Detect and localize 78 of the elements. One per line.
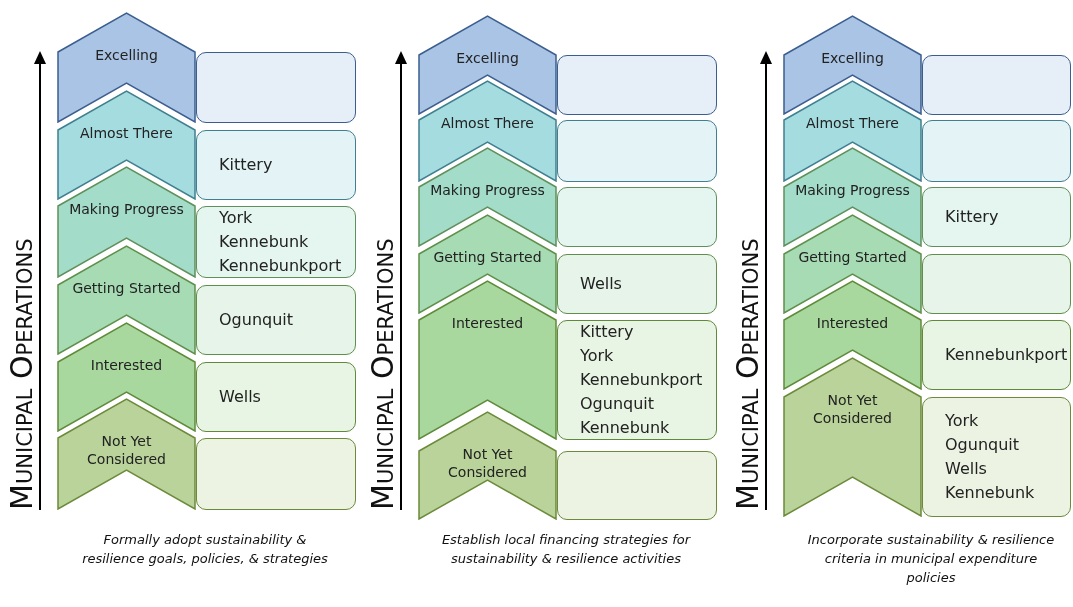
stage-band	[783, 214, 922, 314]
town-name: York	[219, 207, 254, 229]
status-box	[557, 254, 717, 314]
axis-title: Municipal Operations	[4, 238, 39, 510]
stage-band	[783, 357, 922, 517]
town-name: York	[580, 345, 615, 367]
stage-label: Getting Started	[797, 248, 908, 266]
status-box	[557, 320, 717, 440]
stage-label: Almost There	[440, 114, 535, 132]
status-box	[196, 52, 356, 123]
stage-label: Making Progress	[794, 181, 911, 199]
status-box	[557, 120, 717, 182]
stage-band	[418, 15, 557, 115]
caption: Establish local financing strategies for sustainability & resilience activities	[441, 531, 691, 568]
stage-band	[57, 322, 196, 432]
stage-band	[783, 280, 922, 390]
stage-label: Excelling	[820, 49, 885, 67]
stage-band	[418, 147, 557, 247]
axis-title: Municipal Operations	[730, 238, 765, 510]
stage-label: Not Yet Considered	[812, 391, 893, 427]
stage-band	[418, 280, 557, 440]
caption: Incorporate sustainability & resilience criteria in municipal expenditure policies	[806, 531, 1056, 587]
stage-label: Interested	[450, 314, 525, 332]
stage-label: Making Progress	[68, 200, 185, 218]
town-name: Kittery	[219, 154, 274, 176]
status-box	[922, 120, 1071, 182]
stage-label: Interested	[815, 314, 890, 332]
stage-band	[418, 80, 557, 182]
stage-band	[418, 411, 557, 520]
axis-title: Municipal Operations	[365, 238, 400, 510]
stage-band	[57, 90, 196, 200]
town-name: Kennebunk	[945, 482, 1036, 504]
town-name: Ogunquit	[580, 393, 656, 415]
town-name: Kittery	[945, 206, 1000, 228]
stage-label: Not Yet Considered	[447, 445, 528, 481]
town-name: Ogunquit	[219, 309, 295, 331]
status-box	[196, 362, 356, 432]
stage-label: Getting Started	[432, 248, 543, 266]
town-name: Kennebunk	[580, 417, 671, 439]
status-box	[196, 285, 356, 355]
stage-label: Excelling	[94, 46, 159, 64]
stage-band	[783, 147, 922, 247]
town-name: Wells	[945, 458, 988, 480]
status-box	[196, 206, 356, 278]
status-box	[557, 187, 717, 247]
status-box	[922, 254, 1071, 314]
status-box	[196, 438, 356, 510]
stage-band	[418, 214, 557, 314]
stage-label: Not Yet Considered	[86, 432, 167, 468]
town-name: Ogunquit	[945, 434, 1021, 456]
status-box	[557, 55, 717, 115]
stage-band	[57, 166, 196, 278]
town-name: York	[945, 410, 980, 432]
stage-label: Excelling	[455, 49, 520, 67]
stage-band	[783, 15, 922, 115]
town-name: Wells	[219, 386, 262, 408]
stage-label: Getting Started	[71, 279, 182, 297]
town-name: Kennebunkport	[945, 344, 1069, 366]
stage-band	[57, 398, 196, 510]
town-name: Kennebunkport	[219, 255, 343, 277]
status-box	[922, 187, 1071, 247]
status-box	[922, 320, 1071, 390]
status-box	[922, 397, 1071, 517]
status-box	[922, 55, 1071, 115]
town-name: Kennebunk	[219, 231, 310, 253]
status-box	[196, 130, 356, 200]
stage-label: Almost There	[79, 124, 174, 142]
stage-band	[783, 80, 922, 182]
town-name: Kennebunkport	[580, 369, 704, 391]
town-name: Wells	[580, 273, 623, 295]
stage-label: Interested	[89, 356, 164, 374]
stage-band	[57, 245, 196, 355]
stage-band	[57, 12, 196, 123]
caption: Formally adopt sustainability & resilience goals, policies, & strategies	[81, 531, 329, 568]
status-box	[557, 451, 717, 520]
stage-label: Making Progress	[429, 181, 546, 199]
town-name: Kittery	[580, 321, 635, 343]
stage-label: Almost There	[805, 114, 900, 132]
